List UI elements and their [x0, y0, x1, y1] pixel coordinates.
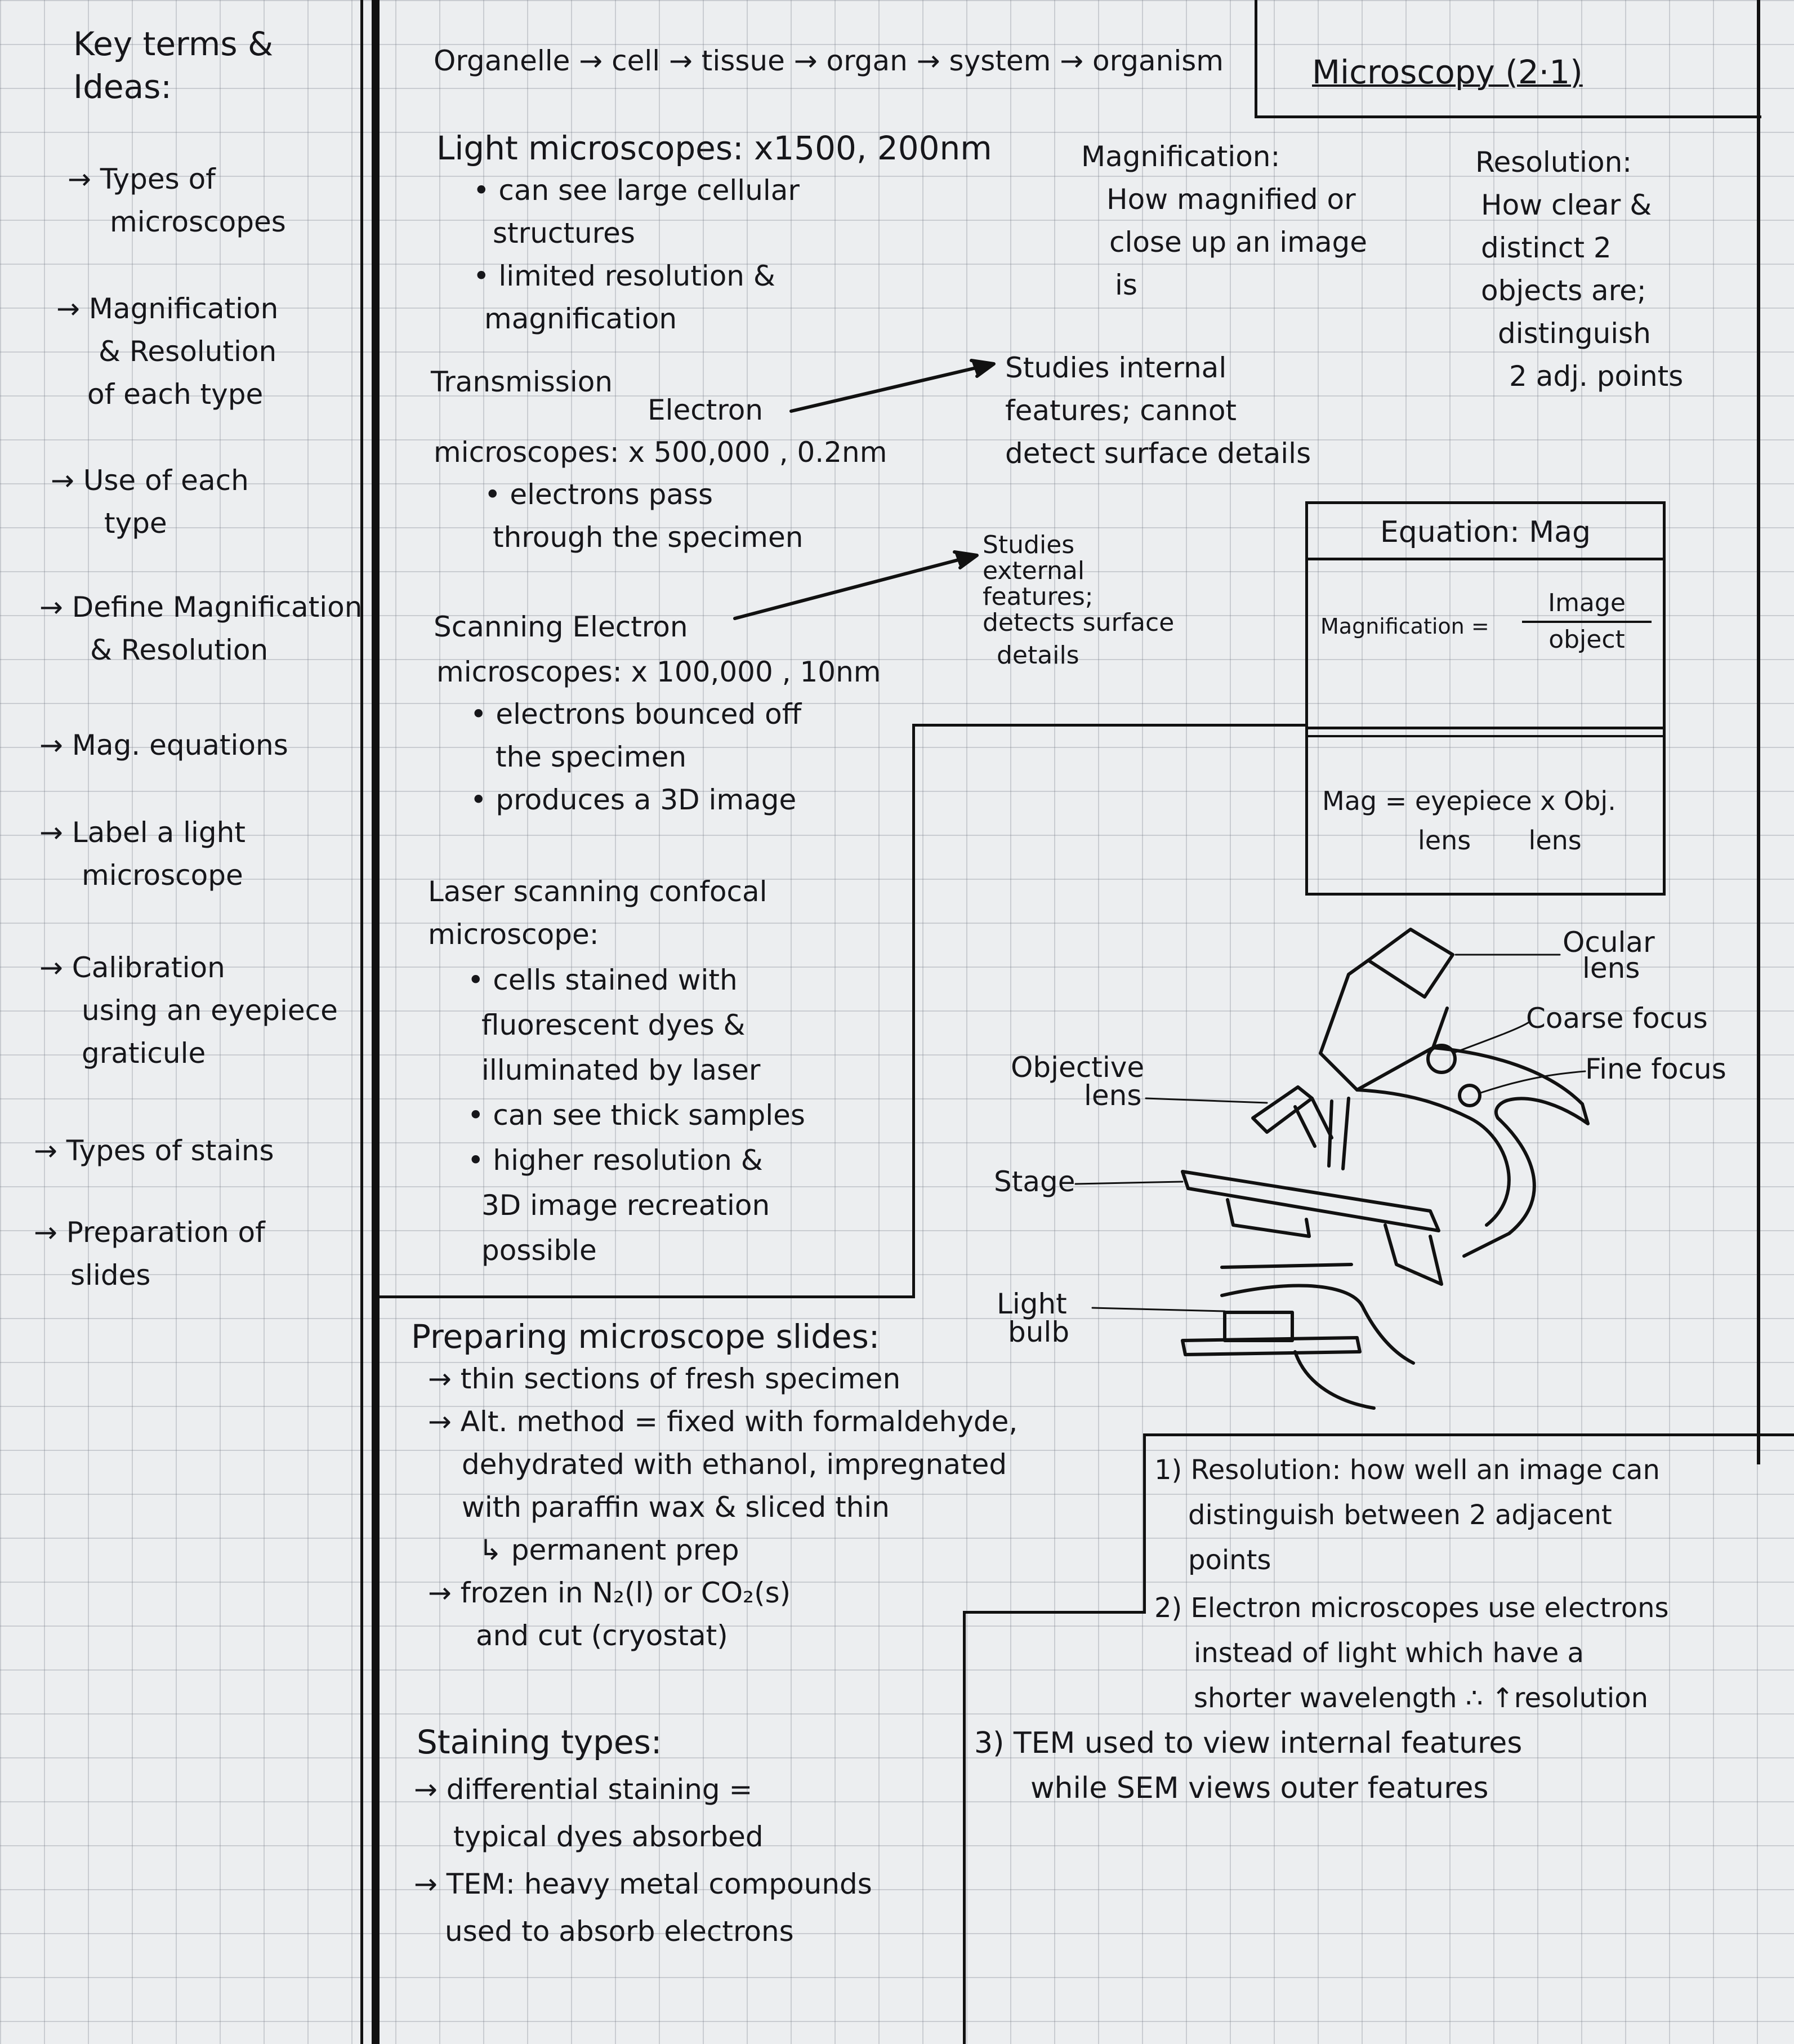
equation-title: Equation: Mag [1308, 504, 1663, 560]
tem-note: Studies internal features; cannot detect… [1005, 351, 1311, 470]
confocal-heading: Laser scanning confocal microscope: [428, 875, 767, 951]
stage-platform [1181, 1170, 1440, 1232]
page-title: Microscopy (2·1) [1312, 53, 1583, 91]
summary-step-left [963, 1611, 966, 2044]
slides-lines: → thin sections of fresh specimen → Alt.… [428, 1362, 1018, 1652]
sem-bullets: • electrons bounced off the specimen • p… [470, 698, 802, 816]
key-term-2: → Magnification & Resolution of each typ… [56, 292, 279, 411]
light-heading: Light microscopes: x1500, 200nm [436, 129, 992, 167]
tem-line1b: Electron [648, 394, 764, 426]
label-light-bulb: Light bulb [997, 1288, 1070, 1348]
summary-3: 3) TEM used to view internal features wh… [974, 1726, 1523, 1805]
mag-equation-sub: lens lens [1418, 825, 1582, 856]
staining-lines: → differential staining = typical dyes a… [414, 1773, 872, 1948]
sem-arrowhead [953, 550, 979, 569]
confocal-box-right [912, 724, 915, 1298]
microscope-arm [1431, 1046, 1590, 1258]
objective-leader [1145, 1097, 1268, 1104]
light-bullets: • can see large cellular structures • li… [473, 174, 800, 335]
key-term-4: → Define Magnification & Resolution [39, 591, 363, 666]
key-terms-title: Key terms & Ideas: [73, 25, 274, 106]
label-ocular-lens: Ocular lens [1563, 926, 1655, 985]
key-term-6: → Label a light microscope [39, 816, 246, 892]
tem-line2: microscopes: x 500,000 , 0.2nm [434, 436, 887, 469]
stage-leader [1074, 1181, 1184, 1185]
summary-box-left [1143, 1433, 1146, 1614]
confocal-box-top [912, 724, 1306, 727]
label-fine-focus: Fine focus [1585, 1053, 1726, 1085]
tem-bullet: • electrons pass through the specimen [484, 478, 804, 554]
left-margin-rule [372, 0, 380, 2044]
sem-arrow [733, 555, 973, 620]
fine-leader [1480, 1070, 1586, 1094]
key-term-7: → Calibration using an eyepiece graticul… [39, 951, 338, 1070]
sem-line2: microscopes: x 100,000 , 10nm [436, 656, 881, 688]
base-stand [1293, 1350, 1376, 1410]
summary-step-top [963, 1611, 1146, 1614]
arm-inner [1355, 1088, 1511, 1227]
summary-2: 2) Electron microscopes use electrons in… [1154, 1592, 1669, 1714]
summary-box-top [1143, 1433, 1794, 1436]
staining-heading: Staining types: [417, 1723, 662, 1761]
label-stage: Stage [994, 1165, 1075, 1198]
key-term-9: → Preparation of slides [34, 1216, 265, 1292]
sem-line1: Scanning Electron [434, 611, 688, 643]
key-term-5: → Mag. equations [39, 729, 288, 762]
slides-heading: Preparing microscope slides: [411, 1317, 880, 1356]
mag-equation: Mag = eyepiece x Obj. [1322, 786, 1616, 816]
key-term-8: → Types of stains [34, 1134, 274, 1167]
tem-arrow [789, 363, 990, 413]
base-curve [1220, 1284, 1415, 1365]
stage-clip [1226, 1198, 1311, 1238]
microscope-base [1181, 1336, 1362, 1356]
title-box-bottom [1255, 115, 1761, 118]
hierarchy-line: Organelle → cell → tissue → organ → syst… [434, 44, 1224, 77]
tem-arrowhead [970, 359, 996, 378]
right-edge-rule [1757, 0, 1760, 1464]
summary-1: 1) Resolution: how well an image can dis… [1154, 1454, 1660, 1576]
equation-divider-2 [1308, 735, 1663, 737]
condenser-line [1220, 1263, 1353, 1269]
coarse-leader [1454, 1021, 1530, 1053]
eyepiece-tube [1367, 928, 1454, 999]
inner-margin-rule [360, 0, 363, 2044]
light-leader [1091, 1307, 1226, 1312]
key-term-1: → Types of microscopes [68, 163, 286, 238]
sem-note: Studies external features; detects surfa… [983, 531, 1175, 670]
stage-block [1384, 1223, 1443, 1286]
key-term-3: → Use of each type [51, 464, 249, 540]
tem-line1: Transmission [431, 366, 613, 398]
light-bulb [1223, 1311, 1294, 1342]
slides-divider [374, 1295, 914, 1298]
label-objective-lens: Objective lens [1011, 1051, 1145, 1112]
magnification-definition: Magnification: How magnified or close up… [1081, 140, 1367, 301]
microscope-head [1319, 959, 1449, 1092]
coarse-focus-knob [1426, 1044, 1457, 1074]
confocal-bullets: • cells stained with fluorescent dyes & … [467, 964, 805, 1267]
objective-nosepiece [1293, 1097, 1350, 1170]
equation-box: Equation: Mag Magnification = Image obje… [1305, 501, 1666, 896]
resolution-definition: Resolution: How clear & distinct 2 objec… [1475, 146, 1684, 393]
label-coarse-focus: Coarse focus [1526, 1002, 1708, 1035]
equation-lhs: Magnification = [1320, 614, 1489, 639]
equation-divider [1308, 727, 1663, 729]
title-box-left [1255, 0, 1257, 118]
fine-focus-knob [1458, 1084, 1481, 1107]
equation-fraction: Image object [1522, 589, 1652, 654]
